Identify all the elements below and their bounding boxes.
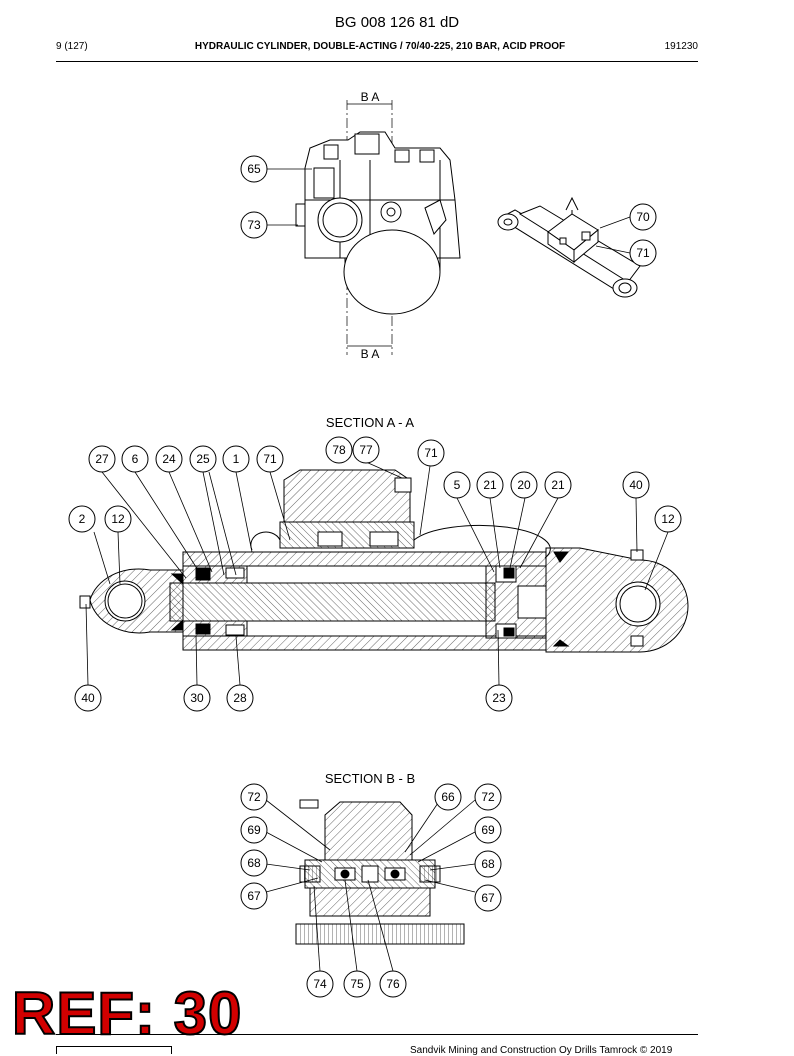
svg-text:21: 21 (483, 478, 497, 492)
callout-77: 77 (352, 436, 380, 464)
callout-28: 28 (226, 684, 254, 712)
section-aa-drawing (79, 469, 689, 653)
callout-71-aa-right: 71 (417, 439, 445, 467)
svg-text:75: 75 (350, 977, 364, 991)
section-bb-title: SECTION B - B (325, 771, 415, 786)
section-aa-title: SECTION A - A (326, 415, 414, 430)
svg-text:71: 71 (424, 446, 438, 460)
callout-2: 2 (68, 505, 96, 533)
callout-68-left: 68 (240, 849, 268, 877)
svg-text:67: 67 (247, 889, 261, 903)
company-logo-strip (56, 1046, 172, 1054)
callout-65: 65 (240, 155, 268, 183)
svg-text:65: 65 (247, 162, 261, 176)
svg-text:6: 6 (132, 452, 139, 466)
callout-69-right: 69 (474, 816, 502, 844)
svg-text:73: 73 (247, 218, 261, 232)
svg-text:23: 23 (492, 691, 506, 705)
callout-25: 25 (189, 445, 217, 473)
callout-21-b: 21 (544, 471, 572, 499)
svg-text:69: 69 (247, 823, 261, 837)
callout-24: 24 (155, 445, 183, 473)
callout-6: 6 (121, 445, 149, 473)
svg-text:5: 5 (454, 478, 461, 492)
section-bb-drawing (295, 799, 465, 945)
callout-20: 20 (510, 471, 538, 499)
callout-67-right: 67 (474, 884, 502, 912)
callout-71-aa-left: 71 (256, 445, 284, 473)
ref-stamp: REF: 30 (11, 980, 243, 1047)
callout-12-left: 12 (104, 505, 132, 533)
document-title: HYDRAULIC CYLINDER, DOUBLE-ACTING / 70/4… (194, 41, 566, 52)
callout-68-right: 68 (474, 850, 502, 878)
callout-40-bottom: 40 (74, 684, 102, 712)
svg-text:12: 12 (661, 512, 675, 526)
footer-rule (56, 1034, 698, 1035)
svg-text:72: 72 (247, 790, 261, 804)
svg-text:40: 40 (629, 478, 643, 492)
callout-67-left: 67 (240, 882, 268, 910)
callout-23: 23 (485, 684, 513, 712)
svg-text:68: 68 (247, 856, 261, 870)
svg-text:67: 67 (481, 891, 495, 905)
svg-text:30: 30 (190, 691, 204, 705)
header-rule (56, 61, 698, 62)
callout-27: 27 (88, 445, 116, 473)
svg-text:78: 78 (332, 443, 346, 457)
svg-text:24: 24 (162, 452, 176, 466)
svg-text:68: 68 (481, 857, 495, 871)
callout-74: 74 (306, 970, 334, 998)
svg-text:70: 70 (636, 210, 650, 224)
callout-69-left: 69 (240, 816, 268, 844)
section-mark-bottom: B A (361, 347, 380, 361)
svg-text:77: 77 (359, 443, 373, 457)
svg-text:2: 2 (79, 512, 86, 526)
svg-text:40: 40 (81, 691, 95, 705)
svg-text:21: 21 (551, 478, 565, 492)
footer-copyright: Sandvik Mining and Construction Oy Drill… (410, 1045, 673, 1056)
svg-text:69: 69 (481, 823, 495, 837)
svg-text:72: 72 (481, 790, 495, 804)
isometric-view (497, 196, 641, 298)
callout-12-right: 12 (654, 505, 682, 533)
callout-5: 5 (443, 471, 471, 499)
callout-75: 75 (343, 970, 371, 998)
document-number: 191230 (664, 41, 698, 52)
callout-72-right: 72 (474, 783, 502, 811)
section-mark-top: B A (361, 90, 380, 104)
svg-text:74: 74 (313, 977, 327, 991)
document-code: BG 008 126 81 dD (334, 14, 460, 31)
callout-78: 78 (325, 436, 353, 464)
svg-text:12: 12 (111, 512, 125, 526)
svg-text:66: 66 (441, 790, 455, 804)
callout-70: 70 (629, 203, 657, 231)
callout-21-a: 21 (476, 471, 504, 499)
callout-71-iso: 71 (629, 239, 657, 267)
callout-66: 66 (434, 783, 462, 811)
svg-text:1: 1 (233, 452, 240, 466)
svg-text:28: 28 (233, 691, 247, 705)
svg-text:25: 25 (196, 452, 210, 466)
callout-73: 73 (240, 211, 268, 239)
svg-text:71: 71 (636, 246, 650, 260)
svg-text:20: 20 (517, 478, 531, 492)
callout-72-left: 72 (240, 783, 268, 811)
svg-text:76: 76 (386, 977, 400, 991)
callout-40-top: 40 (622, 471, 650, 499)
page-number: 9 (127) (56, 41, 88, 52)
callout-30: 30 (183, 684, 211, 712)
top-view (295, 100, 461, 355)
svg-text:27: 27 (95, 452, 109, 466)
svg-text:71: 71 (263, 452, 277, 466)
callout-76: 76 (379, 970, 407, 998)
callout-1: 1 (222, 445, 250, 473)
